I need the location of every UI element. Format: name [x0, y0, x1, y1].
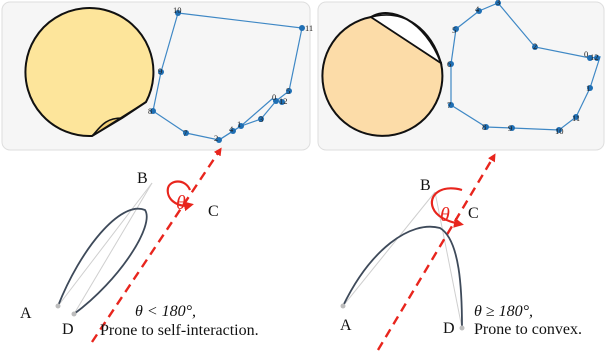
svg-text:4: 4 [475, 4, 480, 14]
svg-text:7: 7 [183, 128, 187, 138]
caption-text: Prone to self-interaction. [100, 322, 259, 339]
svg-text:2: 2 [533, 41, 537, 51]
bottom-left-diagram: B C A D θ θ < 180°, Prone to self-intera… [20, 147, 259, 343]
vertex-12 [279, 99, 285, 105]
svg-text:9: 9 [158, 66, 162, 76]
vertex-12 [594, 55, 600, 61]
point-c-label: C [468, 205, 479, 222]
vertex-2 [532, 44, 538, 50]
condition-text: θ < 180°, [135, 303, 196, 320]
vertex-7 [183, 130, 189, 136]
svg-text:0: 0 [272, 92, 276, 102]
vertex-4 [476, 8, 482, 14]
point-a-label: A [20, 305, 32, 322]
svg-text:8: 8 [148, 106, 152, 116]
svg-text:10: 10 [173, 5, 182, 15]
svg-text:5: 5 [286, 86, 290, 96]
vertex-6 [448, 61, 454, 67]
svg-text:2: 2 [214, 133, 218, 143]
theta-symbol: θ [176, 192, 186, 214]
svg-text:11: 11 [305, 23, 313, 33]
svg-text:9: 9 [508, 123, 512, 133]
vertex-7 [448, 102, 454, 108]
curve [342, 225, 463, 329]
vertex-0 [587, 55, 593, 61]
vertex-5 [286, 88, 292, 94]
top-left-panel: 10 11 9 8 7 2 3 4 0 1 5 12 [1, 1, 313, 151]
vertex-2 [216, 137, 222, 143]
vertex-5 [453, 26, 459, 32]
vertex-labels: 4 3 5 6 2 0 12 1 11 7 8 9 10 [447, 0, 599, 136]
vertex-11 [299, 25, 305, 31]
polygon-outline [450, 2, 601, 131]
caption-text: Prone to convex. [474, 321, 582, 338]
point-d-label: D [443, 320, 455, 337]
point-c-label: C [208, 203, 219, 220]
svg-text:12: 12 [590, 52, 599, 62]
vertex-1 [238, 123, 244, 129]
vertex-4 [230, 128, 236, 134]
svg-text:10: 10 [555, 126, 564, 136]
svg-text:12: 12 [279, 96, 288, 106]
vertex-10 [175, 10, 181, 16]
control-line-ab [342, 191, 436, 307]
curled-circle [24, 7, 155, 138]
point-d-dot [459, 325, 465, 331]
svg-text:6: 6 [447, 59, 451, 69]
vertex-labels: 10 11 9 8 7 2 3 4 0 1 5 12 [148, 5, 313, 143]
angle-arc-icon [166, 180, 194, 212]
vertex-8 [150, 108, 156, 114]
vertex-10 [556, 127, 562, 133]
curve [57, 207, 148, 315]
angle-arc-icon [430, 187, 464, 228]
bottom-right-diagram: B C A D θ θ ≥ 180°, Prone to convex. [340, 153, 582, 351]
svg-text:1: 1 [237, 119, 241, 129]
cut-circle [321, 12, 444, 137]
svg-text:8: 8 [482, 122, 486, 132]
control-line-db [73, 182, 153, 315]
point-a-dot [55, 303, 61, 309]
vertex-8 [483, 124, 489, 130]
point-a-dot [340, 303, 346, 309]
vertex-3 [495, 0, 501, 6]
theta-symbol: θ [440, 204, 450, 226]
dashed-direction-line [91, 147, 222, 343]
vertex-9 [158, 69, 164, 75]
point-d-dot [71, 311, 77, 317]
point-b-label: B [137, 170, 148, 187]
top-right-panel: 4 3 5 6 2 0 12 1 11 7 8 9 10 [317, 0, 605, 151]
svg-text:0: 0 [584, 49, 588, 59]
control-line-db [434, 191, 463, 329]
polygon-vertices [150, 10, 305, 143]
polygon-vertices [448, 0, 600, 133]
vertex-0 [273, 98, 279, 104]
svg-text:5: 5 [452, 25, 456, 35]
svg-text:3: 3 [259, 114, 263, 124]
vertex-1 [587, 85, 593, 91]
vertex-11 [573, 114, 579, 120]
control-line-ab [57, 182, 153, 307]
svg-text:7: 7 [447, 100, 451, 110]
svg-text:1: 1 [586, 83, 590, 93]
svg-text:11: 11 [572, 113, 580, 123]
vertex-3 [258, 116, 264, 122]
dashed-direction-line [376, 153, 496, 351]
point-b-label: B [420, 177, 431, 194]
svg-text:3: 3 [496, 0, 500, 7]
point-a-label: A [340, 317, 352, 334]
svg-text:4: 4 [229, 124, 234, 134]
point-d-label: D [62, 321, 74, 338]
vertex-9 [509, 125, 515, 131]
condition-text: θ ≥ 180°, [474, 303, 533, 320]
